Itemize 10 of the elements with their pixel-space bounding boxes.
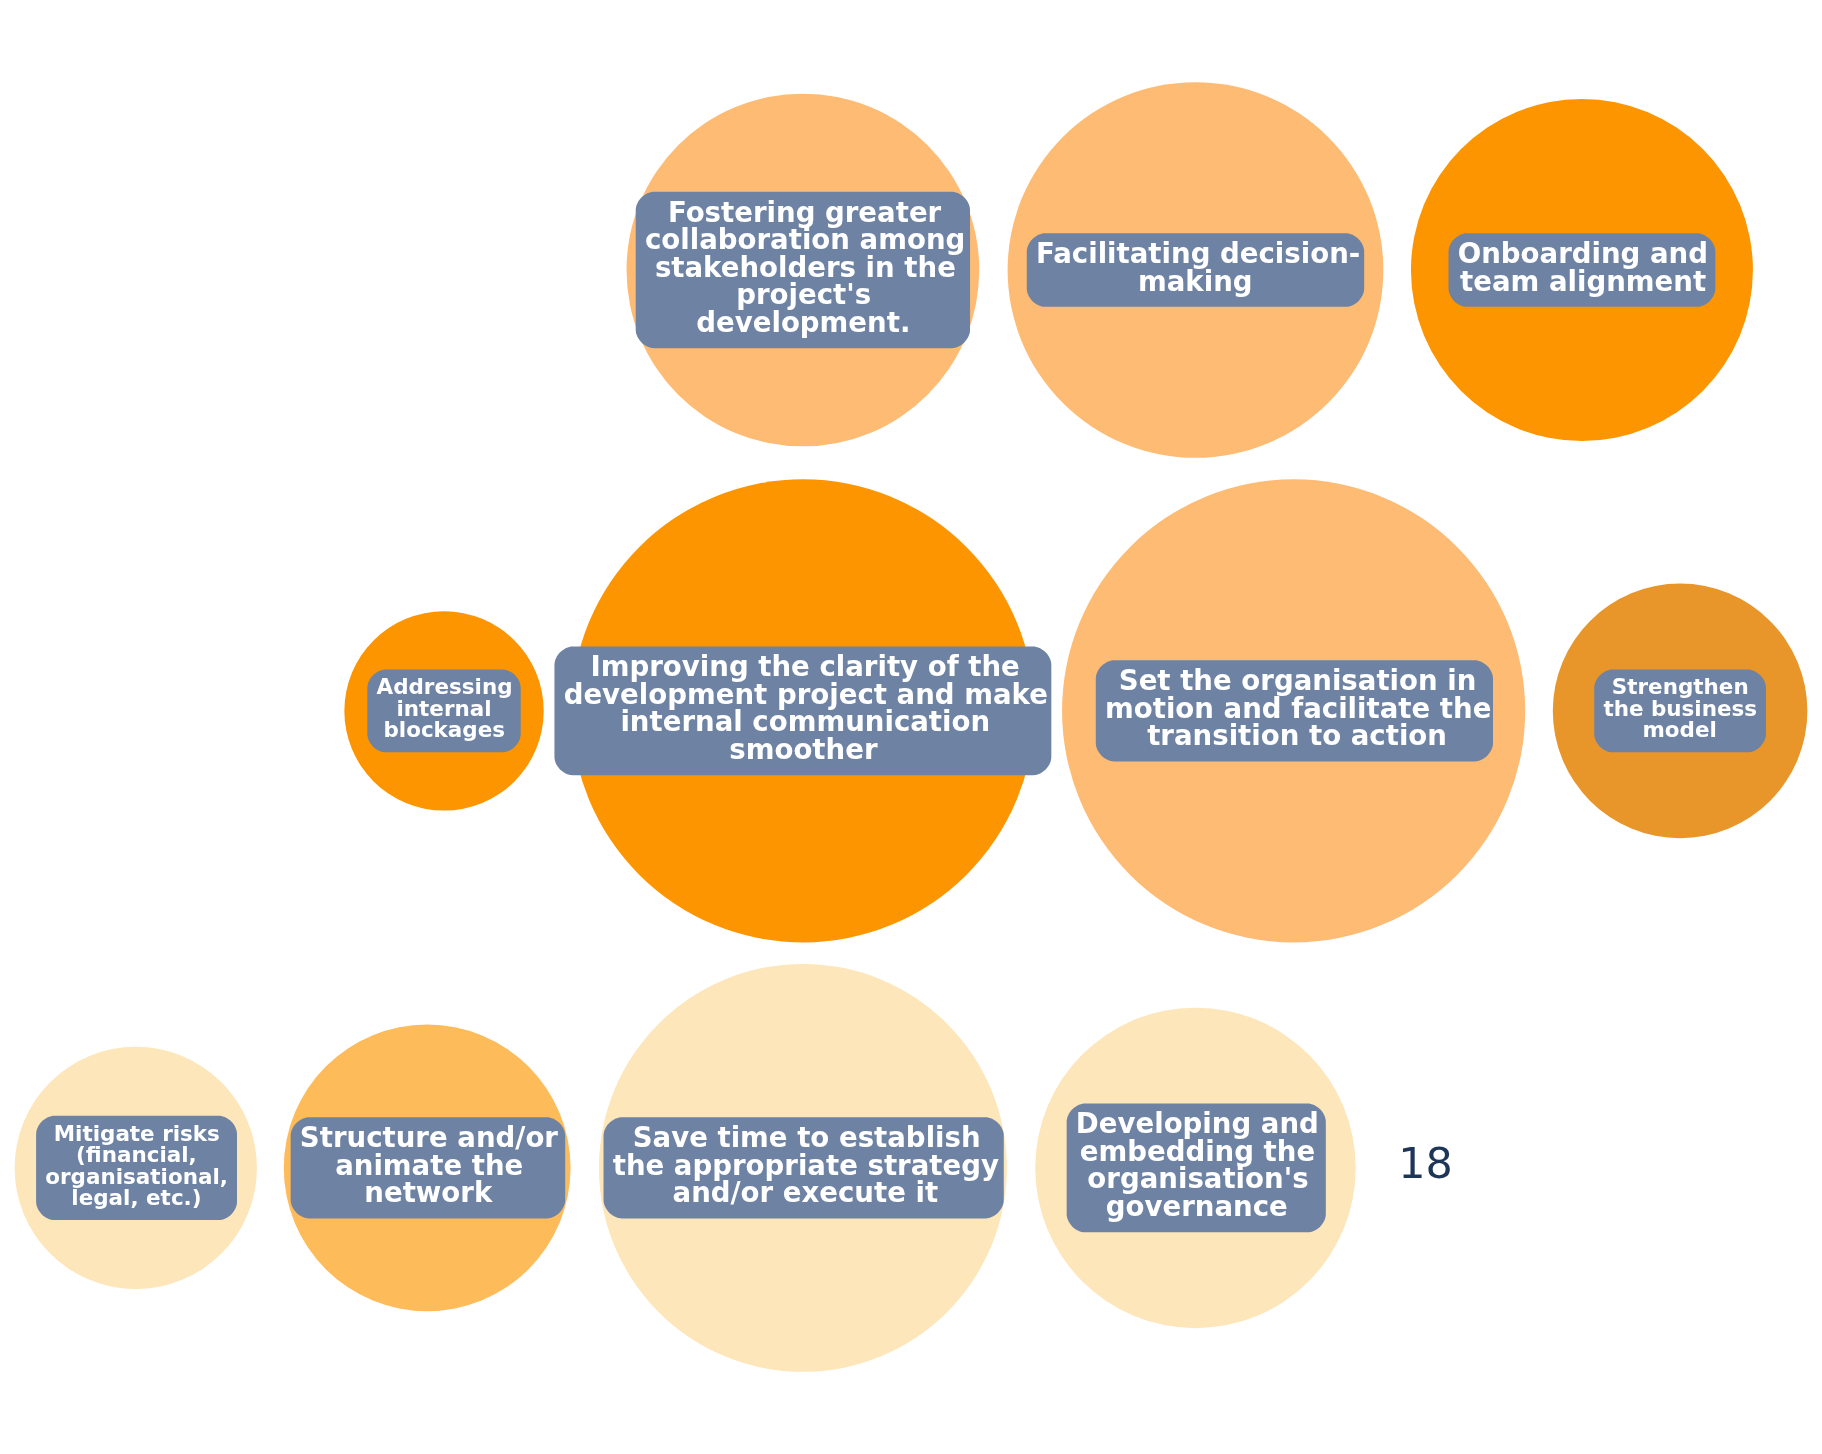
node-circle: Facilitating decision-making: [1007, 82, 1384, 458]
node-circle: Fostering greater collaboration among stakeholders in the project's development.: [626, 93, 980, 447]
node-circle: Set the organisation in motion and facilitate the transition to action: [1062, 479, 1526, 943]
node-circle: Mitigate risks (financial, organisational, legal, etc.): [14, 1046, 257, 1290]
node-circle: Strengthen the business model: [1552, 583, 1808, 839]
node-circle: Developing and embedding the organisation's governance: [1035, 1007, 1356, 1329]
label: 18: [1398, 1138, 1453, 1189]
node-circle: Structure and/or animate the network: [283, 1024, 571, 1312]
node-circle: Addressing internal blockages: [344, 611, 544, 811]
node-circle: Onboarding and team alignment: [1410, 99, 1753, 441]
